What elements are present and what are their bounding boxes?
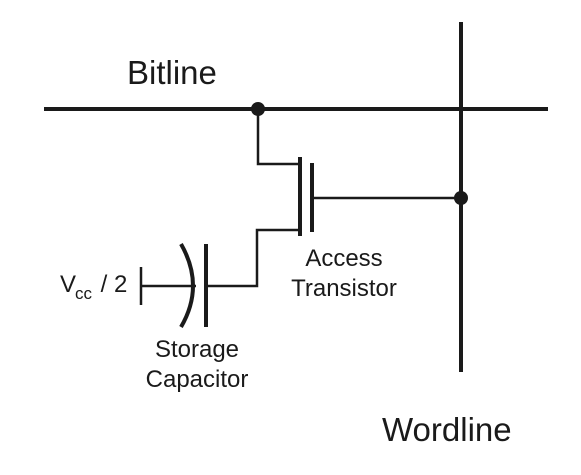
source-wire — [207, 228, 300, 288]
wordline-label: Wordline — [382, 411, 512, 448]
access-transistor-label-line2: Transistor — [291, 275, 397, 302]
wordline-junction-dot — [454, 191, 468, 205]
storage-capacitor-label-line1: Storage — [155, 336, 239, 363]
bitline-label: Bitline — [127, 54, 217, 91]
access-transistor-label-line1: Access — [305, 245, 382, 272]
vcc-label-subscript: cc — [75, 284, 93, 303]
vcc-label-suffix: / 2 — [94, 271, 127, 298]
drain-wire — [256, 109, 300, 166]
vcc-label-main: V — [60, 271, 76, 298]
storage-capacitor-label-line2: Capacitor — [146, 366, 249, 393]
